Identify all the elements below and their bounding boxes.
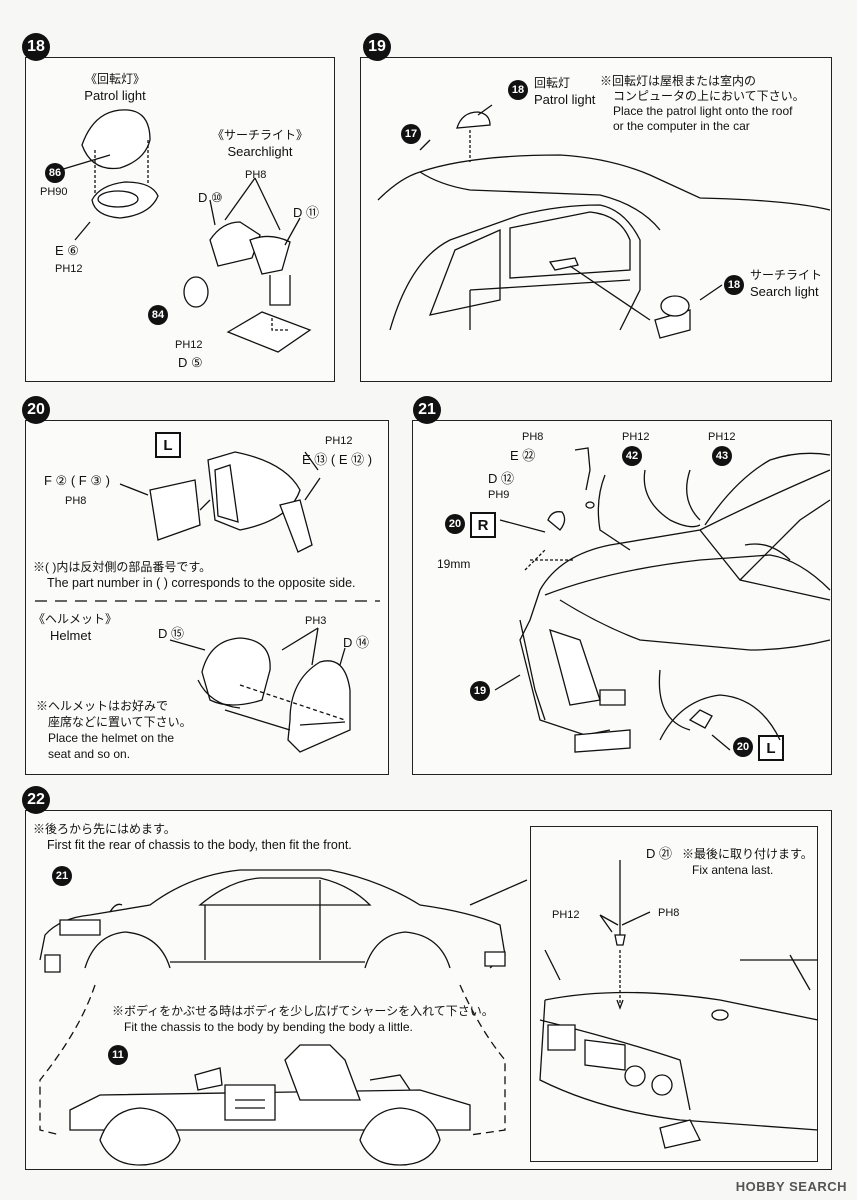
left-side-marker: L	[155, 432, 181, 458]
patrol-light-en: Patrol light	[84, 88, 146, 103]
part-86: 86	[45, 163, 65, 183]
step-19-panel	[360, 57, 832, 382]
callout-19: 19	[470, 681, 490, 701]
helmet-en: Helmet	[50, 628, 92, 643]
part-43: 43	[712, 446, 732, 466]
ph12-label-21a: PH12	[622, 431, 650, 443]
part-d21-detail: D ㉑	[646, 846, 673, 861]
callout-18-patrol: 18	[508, 80, 528, 100]
ph90-label: PH90	[40, 186, 68, 198]
note-22-en: First fit the rear of chassis to the bod…	[47, 838, 352, 852]
part-d12: D ⑫	[488, 471, 515, 486]
ph12-label-22-detail: PH12	[552, 909, 580, 921]
searchlight-en: Searchlight	[227, 144, 293, 159]
helmet-note-jp-1: ※ヘルメットはお好みで	[36, 699, 169, 713]
step-21-badge: 21	[413, 396, 441, 424]
note-19-jp-1: ※回転灯は屋根または室内の	[600, 74, 757, 88]
part-d10: D ⑩	[198, 190, 223, 205]
callout-17: 17	[401, 124, 421, 144]
note-20-en: The part number in ( ) corresponds to th…	[47, 576, 356, 590]
callout-20-left: 20	[733, 737, 753, 757]
part-42: 42	[622, 446, 642, 466]
helmet-note-jp-2: 座席などに置いて下さい。	[48, 715, 192, 729]
ph8-label-21: PH8	[522, 431, 544, 443]
note-19-jp-2: コンピュータの上において下さい。	[613, 89, 805, 103]
callout-18-search: 18	[724, 275, 744, 295]
step-19-badge: 19	[363, 33, 391, 61]
step-22-badge: 22	[22, 786, 50, 814]
helmet-note-en-1: Place the helmet on the	[48, 731, 175, 745]
note-19-en-2: or the computer in the car	[613, 119, 750, 133]
searchlight-jp-19: サーチライト	[750, 268, 823, 282]
step-20-badge: 20	[22, 396, 50, 424]
part-e22: E ㉒	[510, 448, 536, 463]
ph12-label-21b: PH12	[708, 431, 736, 443]
note-19-en-1: Place the patrol light onto the roof	[613, 104, 793, 118]
part-d5: D ⑤	[178, 355, 203, 370]
callout-11: 11	[108, 1045, 128, 1065]
helmet-jp: 《ヘルメット》	[33, 612, 118, 626]
ph8-label-22-detail: PH8	[658, 907, 680, 919]
callout-20-right: 20	[445, 514, 465, 534]
helmet-note-en-2: seat and so on.	[48, 747, 131, 761]
part-e6: E ⑥	[55, 243, 79, 258]
part-d14: D ⑭	[343, 635, 370, 650]
step-21-panel	[412, 420, 832, 775]
right-side-marker: R	[470, 512, 496, 538]
ph12-label-20: PH12	[325, 435, 353, 447]
note-22-mid-jp: ※ボディをかぶせる時はボディを少し広げてシャーシを入れて下さい。	[112, 1004, 494, 1018]
antenna-note-jp-detail: ※最後に取り付けます。	[682, 847, 813, 861]
ph8-label-20: PH8	[65, 495, 87, 507]
ph8-label: PH8	[245, 169, 267, 181]
ph9-label: PH9	[488, 489, 510, 501]
searchlight-jp: 《サーチライト》	[211, 128, 308, 142]
ph12-label-a: PH12	[55, 263, 83, 275]
note-22-mid-en: Fit the chassis to the body by bending t…	[124, 1020, 413, 1034]
part-d11: D ⑪	[293, 205, 320, 220]
callout-21: 21	[52, 866, 72, 886]
note-20-jp: ※( )内は反対側の部品番号です。	[33, 560, 212, 574]
ph12-label-b: PH12	[175, 339, 203, 351]
hobby-search-watermark: HOBBY SEARCH	[735, 1179, 847, 1194]
part-f2-f3: F ② ( F ③ )	[44, 473, 110, 488]
patrol-light-en-19: Patrol light	[534, 92, 596, 107]
dimension-19mm: 19mm	[437, 557, 471, 571]
part-e13-e12: E ⑬ ( E ⑫ )	[302, 452, 373, 467]
note-22-jp: ※後ろから先にはめます。	[33, 822, 176, 836]
searchlight-en-19: Search light	[750, 284, 819, 299]
ph3-label: PH3	[305, 615, 327, 627]
part-d15: D ⑮	[158, 626, 185, 641]
part-84: 84	[148, 305, 168, 325]
step-18-badge: 18	[22, 33, 50, 61]
antenna-note-en-detail: Fix antena last.	[692, 863, 774, 877]
patrol-light-jp: 《回転灯》	[84, 72, 145, 86]
patrol-light-jp-19: 回転灯	[534, 76, 571, 90]
